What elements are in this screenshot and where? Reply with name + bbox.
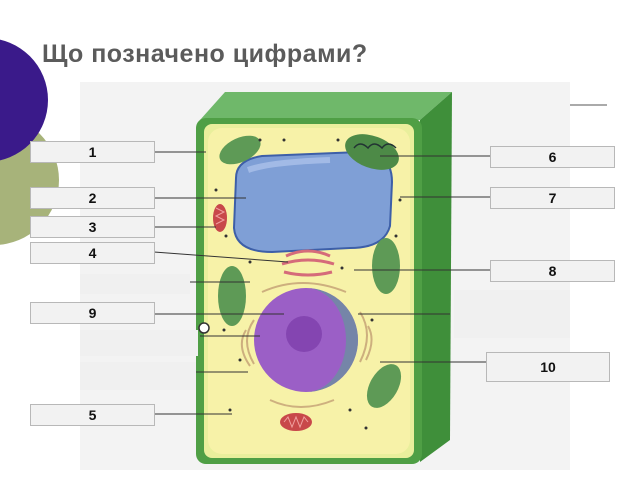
- blank-label-box: [80, 274, 190, 294]
- golgi-apparatus: [281, 249, 335, 277]
- label-box-1: 1: [30, 141, 155, 163]
- page-title: Що позначено цифрами?: [42, 40, 368, 68]
- label-box-4: 4: [30, 242, 155, 264]
- chloroplast: [366, 364, 402, 408]
- chloroplast: [218, 266, 246, 326]
- label-box-7: 7: [490, 187, 615, 209]
- label-box-2: 2: [30, 187, 155, 209]
- label-box-8: 8: [490, 260, 615, 282]
- vacuole: [232, 150, 394, 254]
- cell-wall: [200, 92, 452, 120]
- plasmodesma: [198, 322, 210, 334]
- label-box-3: 3: [30, 216, 155, 238]
- chloroplast: [219, 135, 261, 165]
- blank-label-box: [80, 330, 198, 356]
- blank-label-box: [80, 362, 196, 390]
- label-box-10: 10: [486, 352, 610, 382]
- chloroplast: [372, 238, 400, 294]
- blank-label-box: [454, 290, 570, 338]
- label-box-9: 9: [30, 302, 155, 324]
- label-box-6: 6: [490, 146, 615, 168]
- chloroplast: [345, 134, 399, 170]
- label-box-5: 5: [30, 404, 155, 426]
